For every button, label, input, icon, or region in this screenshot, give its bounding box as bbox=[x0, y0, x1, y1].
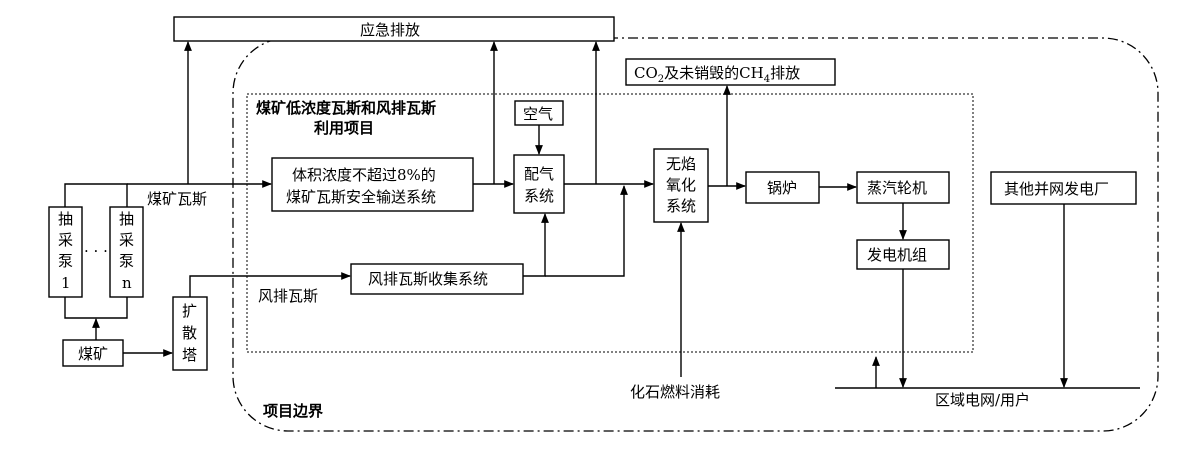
project-boundary-frame bbox=[232, 37, 1159, 432]
coal-mine-label: 煤矿 bbox=[78, 345, 108, 363]
project-title-line1: 煤矿低浓度瓦斯和风排瓦斯 bbox=[256, 99, 436, 117]
diffuser-to-vent-arrow bbox=[189, 272, 351, 297]
emergency-release-label: 应急排放 bbox=[360, 21, 420, 39]
emergency-release-box bbox=[173, 16, 615, 42]
grid-label: 区域电网/用户 bbox=[935, 391, 1030, 409]
gas-mixing-line2: 系统 bbox=[524, 187, 554, 205]
safe-transport-line2: 煤矿瓦斯安全输送系统 bbox=[286, 188, 436, 206]
oxidation-system-box bbox=[653, 148, 709, 223]
co2-release-box bbox=[625, 58, 836, 86]
pump-n-char3: 泵 bbox=[119, 252, 134, 270]
steam-turbine-box bbox=[856, 171, 950, 204]
pump-1-char4: 1 bbox=[61, 274, 71, 292]
air-box bbox=[514, 100, 564, 126]
coal-mine-gas-label: 煤矿瓦斯 bbox=[147, 190, 207, 208]
pump-1-char2: 采 bbox=[58, 231, 73, 249]
diffuser-char3: 塔 bbox=[182, 346, 197, 364]
pump-n-char2: 采 bbox=[119, 231, 134, 249]
pump-top-connector bbox=[64, 183, 128, 207]
pump-bottom-connector bbox=[64, 297, 128, 319]
boiler-box bbox=[745, 171, 820, 204]
safe-transport-box bbox=[271, 157, 474, 212]
diffuser-char1: 扩 bbox=[182, 302, 197, 320]
pump-1-char1: 抽 bbox=[58, 210, 73, 228]
vent-collection-label: 风排瓦斯收集系统 bbox=[368, 270, 488, 288]
other-plants-box bbox=[990, 171, 1137, 205]
other-plants-label: 其他并网发电厂 bbox=[1004, 180, 1109, 198]
project-boundary-label: 项目边界 bbox=[263, 402, 323, 420]
pump-n-char1: 抽 bbox=[119, 210, 134, 228]
gas-mixing-box bbox=[513, 154, 565, 214]
diffuser-char2: 散 bbox=[182, 324, 197, 342]
co2-release-label: CO2及未销毁的CH4排放 bbox=[634, 64, 800, 85]
fossil-fuel-label: 化石燃料消耗 bbox=[630, 383, 720, 401]
safe-transport-line1: 体积浓度不超过8%的 bbox=[292, 166, 436, 184]
gas-mixing-line1: 配气 bbox=[524, 165, 554, 183]
pump-ellipsis: · · · bbox=[84, 242, 108, 260]
steam-turbine-label: 蒸汽轮机 bbox=[867, 179, 927, 197]
oxidation-line3: 系统 bbox=[666, 197, 696, 215]
pump-n-char4: n bbox=[122, 274, 132, 292]
boiler-label: 锅炉 bbox=[767, 179, 797, 197]
vent-to-mixing-arrow bbox=[523, 213, 549, 277]
generator-label: 发电机组 bbox=[867, 246, 927, 264]
vent-to-oxidation-arrow bbox=[545, 185, 628, 277]
air-label: 空气 bbox=[523, 105, 553, 123]
pump-1-box bbox=[48, 206, 83, 298]
oxidation-line2: 氧化 bbox=[666, 176, 696, 194]
vent-collection-box bbox=[350, 263, 524, 295]
pump-1-char3: 泵 bbox=[58, 252, 73, 270]
oxidation-line1: 无焰 bbox=[666, 155, 696, 173]
vent-gas-label: 风排瓦斯 bbox=[258, 287, 318, 305]
project-title-line2: 利用项目 bbox=[314, 119, 374, 137]
